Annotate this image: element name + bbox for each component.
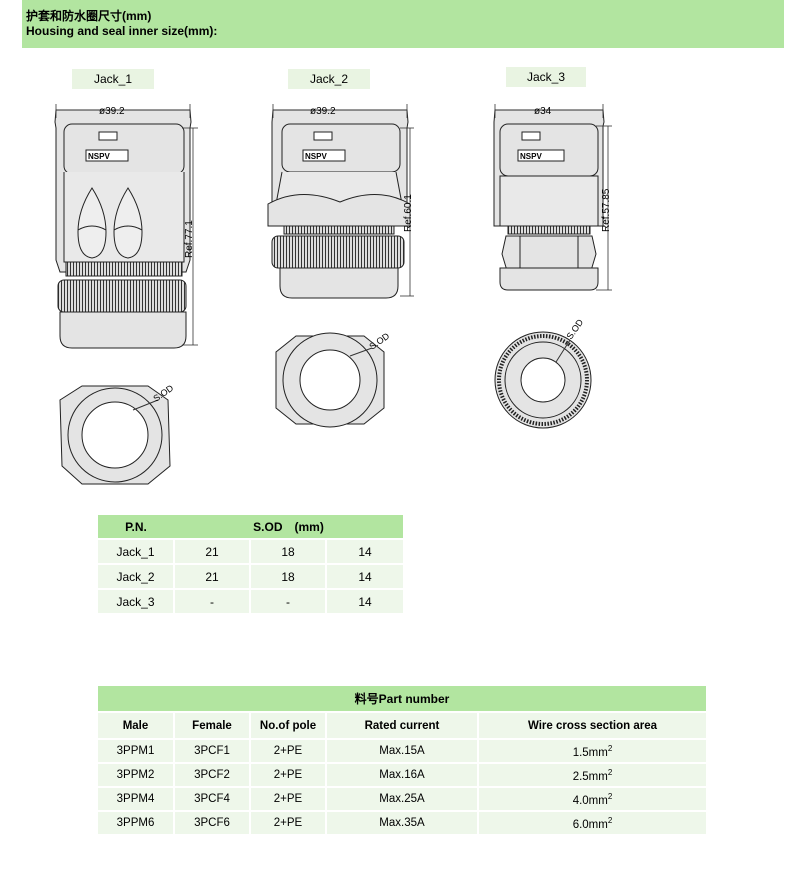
table-cell: 2+PE <box>249 738 326 763</box>
table-cell: 3PCF2 <box>173 762 250 787</box>
table-cell: 14 <box>325 538 403 564</box>
table-cell: - <box>173 588 250 613</box>
table-cell: Max.15A <box>325 738 478 763</box>
jack1-end-view <box>59 385 171 485</box>
table-cell: 3PPM4 <box>98 786 174 811</box>
header-title-en: Housing and seal inner size(mm): <box>26 24 218 38</box>
table-cell: Jack_3 <box>98 588 174 613</box>
table-cell: 2+PE <box>249 762 326 787</box>
table-cell: Jack_1 <box>98 538 174 564</box>
table-cell: 3PPM1 <box>98 738 174 763</box>
area-value: 4.0mm <box>572 794 608 807</box>
table-cell: Max.16A <box>325 762 478 787</box>
jack3-ref-length: Ref.57.85 <box>601 188 612 232</box>
jack3-label: Jack_3 <box>506 67 586 87</box>
technical-drawings: NSPV ø39.2 Ref.77.1 S.OD NSPV ø39.2 <box>54 104 612 485</box>
table-cell: 14 <box>325 563 403 589</box>
table-row: Jack_2 21 18 14 <box>98 563 403 589</box>
table-cell: Max.35A <box>325 810 478 834</box>
table-cell: 6.0mm2 <box>477 810 706 834</box>
part-table-header-male: Male <box>98 711 174 739</box>
part-table-header-poles: No.of pole <box>249 711 326 739</box>
area-exponent: 2 <box>607 815 613 825</box>
table-cell: 3PCF6 <box>173 810 250 834</box>
area-value: 6.0mm <box>572 818 608 831</box>
table-row: 3PPM4 3PCF4 2+PE Max.25A 4.0mm2 <box>98 786 706 811</box>
jack3-end-view <box>494 331 592 429</box>
jack2-label: Jack_2 <box>288 69 370 89</box>
table-cell: 2+PE <box>249 786 326 811</box>
table-row: Jack_3 - - 14 <box>98 588 403 613</box>
area-exponent: 2 <box>607 743 613 753</box>
jack3-brand-mark: NSPV <box>520 152 542 161</box>
sod-table: P.N. S.OD (mm) Jack_1 21 18 14 Jack_2 21… <box>98 515 403 613</box>
part-number-table: 料号Part number Male Female No.of pole Rat… <box>98 686 706 834</box>
jack3-diameter: ø34 <box>534 106 552 117</box>
part-table-header-current: Rated current <box>325 711 478 739</box>
jack1-side-view <box>54 109 192 349</box>
table-cell: Jack_2 <box>98 563 174 589</box>
table-cell: 18 <box>249 563 326 589</box>
table-row: 3PPM6 3PCF6 2+PE Max.35A 6.0mm2 <box>98 810 706 834</box>
area-value: 1.5mm <box>572 746 608 759</box>
table-cell: - <box>249 588 326 613</box>
part-table-title: 料号Part number <box>98 686 706 712</box>
table-cell: 14 <box>325 588 403 613</box>
area-value: 2.5mm <box>572 770 608 783</box>
header-title-cn: 护套和防水圈尺寸(mm) <box>26 9 152 23</box>
jack1-diameter: ø39.2 <box>99 106 125 117</box>
sod-table-header-sod: S.OD (mm) <box>174 515 403 539</box>
jack1-brand-mark: NSPV <box>88 152 110 161</box>
sod-table-header-pn: P.N. <box>98 515 174 539</box>
jack2-dimension-lines <box>272 104 414 297</box>
table-row: Jack_1 21 18 14 <box>98 538 403 564</box>
area-exponent: 2 <box>607 791 613 801</box>
table-cell: 1.5mm2 <box>477 738 706 763</box>
jack1-label: Jack_1 <box>72 69 154 89</box>
jack3-dimension-lines <box>494 104 612 291</box>
part-table-header-area: Wire cross section area <box>477 711 706 739</box>
table-cell: 2.5mm2 <box>477 762 706 787</box>
jack2-ref-length: Ref.60.1 <box>403 194 414 232</box>
jack2-diameter: ø39.2 <box>310 106 336 117</box>
table-cell: 3PPM2 <box>98 762 174 787</box>
jack2-end-view <box>275 332 385 428</box>
table-cell: 2+PE <box>249 810 326 834</box>
jack1-ref-length: Ref.77.1 <box>184 220 195 258</box>
section-header: 护套和防水圈尺寸(mm) Housing and seal inner size… <box>22 0 784 48</box>
area-exponent: 2 <box>607 767 613 777</box>
table-cell: 3PCF4 <box>173 786 250 811</box>
table-cell: 21 <box>173 538 250 564</box>
jack3-side-view <box>493 109 605 291</box>
table-row: 3PPM1 3PCF1 2+PE Max.15A 1.5mm2 <box>98 738 706 763</box>
jack3-sod-label: S.OD <box>564 317 585 341</box>
table-cell: 4.0mm2 <box>477 786 706 811</box>
jack2-side-view <box>267 109 411 299</box>
jack2-brand-mark: NSPV <box>305 152 327 161</box>
table-row: 3PPM2 3PCF2 2+PE Max.16A 2.5mm2 <box>98 762 706 787</box>
jack1-dimension-lines <box>55 104 198 346</box>
table-cell: Max.25A <box>325 786 478 811</box>
part-table-header-female: Female <box>173 711 250 739</box>
table-cell: 3PCF1 <box>173 738 250 763</box>
table-cell: 21 <box>173 563 250 589</box>
table-cell: 3PPM6 <box>98 810 174 834</box>
table-cell: 18 <box>249 538 326 564</box>
